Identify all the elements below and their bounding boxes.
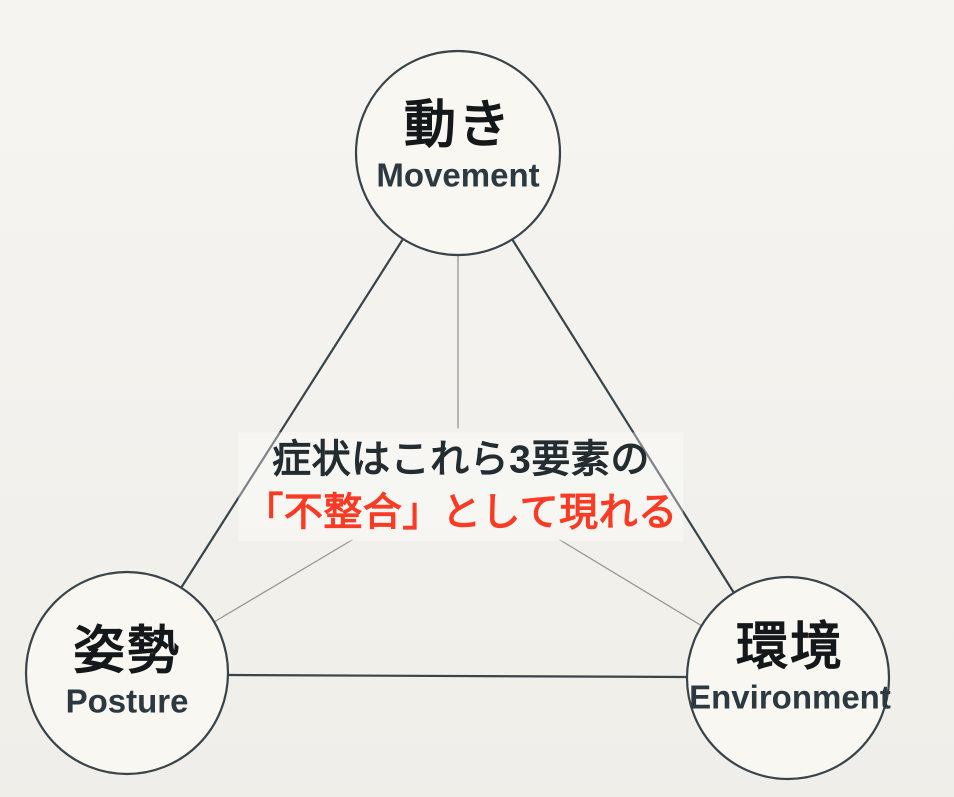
center-caption: 症状はこれら3要素の 「不整合」として現れる (238, 432, 684, 542)
caption-line-1: 症状はこれら3要素の (272, 438, 650, 482)
posture-english-label: Posture (65, 682, 189, 720)
environment-circle (685, 575, 891, 781)
posture-kanji-label: 姿勢 (72, 622, 181, 681)
environment-node: 環境 Environment (650, 618, 930, 717)
connector-environment-center-line (559, 539, 703, 627)
edge-posture-environment-line (226, 673, 689, 679)
movement-english-label: Movement (376, 156, 540, 194)
movement-circle (354, 49, 562, 257)
edge-movement-environment-line (510, 237, 736, 595)
movement-kanji-label: 動き (403, 96, 512, 155)
posture-circle (24, 570, 230, 776)
environment-kanji-label: 環境 (735, 618, 844, 677)
posture-node: 姿勢 Posture (0, 622, 267, 721)
movement-node: 動き Movement (318, 96, 598, 195)
caption-line-2-highlight: 「不整合」として現れる (244, 491, 678, 534)
connector-posture-center-line (213, 539, 353, 623)
edge-movement-posture-line (179, 237, 405, 590)
environment-english-label: Environment (689, 678, 891, 716)
